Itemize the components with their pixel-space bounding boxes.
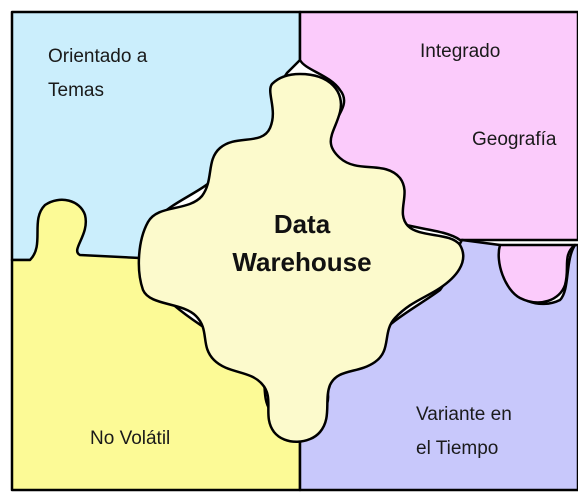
puzzle-knob-top-right: [497, 243, 577, 304]
bottom-left-label: No Volátil: [90, 428, 170, 449]
center-label-line1: Data: [274, 209, 331, 239]
top-right-label-line2: Geografía: [472, 129, 557, 150]
puzzle-piece-center: [137, 72, 465, 443]
top-left-label-line2: Temas: [48, 80, 104, 101]
top-right-label-line1: Integrado: [420, 41, 500, 62]
center-label-line2: Warehouse: [232, 247, 371, 277]
bottom-right-label-line1: Variante en: [416, 404, 512, 425]
top-left-label-line1: Orientado a: [48, 46, 148, 67]
bottom-right-label-line2: el Tiempo: [416, 438, 498, 459]
